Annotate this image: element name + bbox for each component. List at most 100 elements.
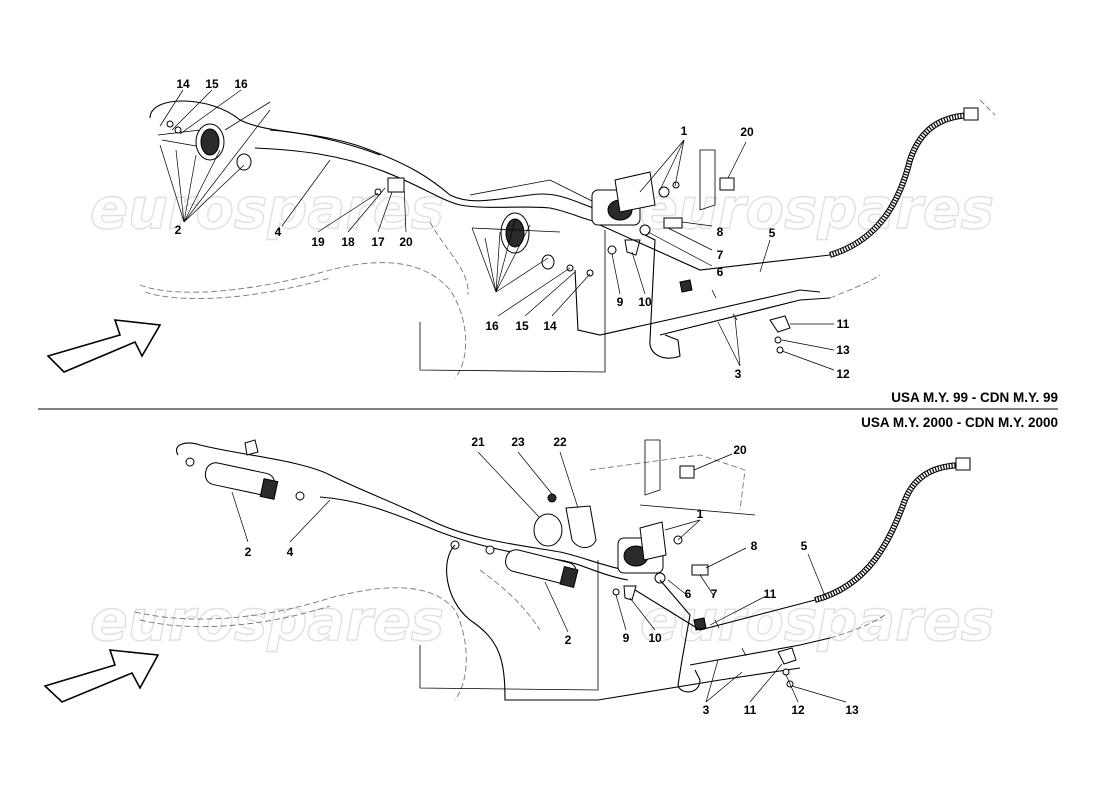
top-assembly-drawing: 14 15 16 1 20 2 4 19 18 17 20 5 8 7 6 9 … — [46, 77, 996, 381]
filter-axis — [471, 227, 561, 233]
filter-band — [259, 478, 279, 500]
fuel-pipe — [224, 101, 271, 131]
callout-label: 18 — [341, 235, 355, 249]
body-outline — [144, 277, 331, 300]
callout-label: 6 — [717, 265, 724, 279]
fuel-pipe — [254, 147, 599, 223]
connector — [663, 217, 683, 229]
clip — [693, 617, 707, 631]
callout-label: 12 — [836, 367, 850, 381]
callout-label: 10 — [638, 295, 652, 309]
callout-label: 12 — [791, 703, 805, 717]
connector — [691, 564, 709, 576]
bottom-callout-labels: 21 23 22 20 1 8 5 2 4 6 7 11 9 10 2 3 11… — [245, 435, 859, 717]
washer — [586, 269, 594, 277]
callout-label: 11 — [837, 317, 850, 331]
union — [295, 491, 305, 501]
washer — [166, 120, 174, 128]
bracket — [679, 465, 695, 479]
body-outline — [139, 262, 467, 379]
dashed-pipe — [829, 614, 886, 639]
elbow-fitting — [769, 315, 791, 333]
union — [485, 545, 495, 555]
callout-label: 8 — [751, 539, 758, 553]
callout-label: 13 — [845, 703, 859, 717]
hose-end-fitting — [955, 457, 971, 471]
washer — [774, 336, 782, 344]
pipe-break — [741, 647, 747, 657]
hose-end-fitting — [963, 107, 979, 121]
pipe-break — [732, 313, 738, 321]
chassis-plate — [699, 149, 716, 211]
callout-label: 14 — [176, 77, 190, 91]
callout-label: 7 — [717, 248, 724, 262]
callout-label: 3 — [735, 367, 742, 381]
grommet — [658, 186, 670, 198]
body-outline — [479, 569, 541, 631]
rubber-mount — [533, 513, 563, 547]
washer — [782, 668, 790, 676]
fuel-pipe — [446, 544, 801, 701]
callout-label: 8 — [717, 225, 724, 239]
nut — [612, 588, 620, 596]
watermark-text: eurospares — [640, 177, 994, 242]
callout-label: 22 — [553, 435, 567, 449]
body-outline — [134, 587, 467, 701]
callout-label: 23 — [511, 435, 525, 449]
leader-lines — [159, 89, 835, 371]
callout-label: 2 — [245, 545, 252, 559]
callout-label: 4 — [287, 545, 294, 559]
callout-label: 20 — [740, 125, 754, 139]
bracket-outline — [639, 504, 756, 516]
clip — [244, 439, 259, 456]
flexible-hose — [814, 462, 966, 603]
callout-label: 16 — [485, 319, 499, 333]
bottom-assembly-drawing: 21 23 22 20 1 8 5 2 4 6 7 11 9 10 2 3 11… — [43, 435, 971, 717]
direction-arrow — [43, 649, 160, 703]
fuel-pipe — [176, 442, 626, 571]
model-year-caption-top: USA M.Y. 99 - CDN M.Y. 99 — [891, 390, 1058, 405]
fuel-pipe — [269, 129, 381, 156]
callout-label: 4 — [275, 225, 282, 239]
bracket-outline — [419, 230, 606, 373]
callout-label: 2 — [175, 223, 182, 237]
clamp — [387, 177, 405, 193]
fuel-pipe — [659, 579, 701, 693]
callout-label: 11 — [764, 587, 777, 601]
bracket-outline — [469, 179, 611, 211]
callout-label: 20 — [733, 443, 747, 457]
leader-lines — [231, 451, 847, 703]
callout-label: 17 — [371, 235, 385, 249]
washer — [174, 126, 182, 134]
callout-label: 19 — [311, 235, 325, 249]
top-callout-labels: 14 15 16 1 20 2 4 19 18 17 20 5 8 7 6 9 … — [175, 77, 850, 381]
body-outline — [589, 454, 746, 511]
union — [654, 572, 666, 584]
callout-label: 21 — [471, 435, 485, 449]
callout-label: 1 — [697, 507, 704, 521]
fuel-pipe — [574, 269, 821, 336]
direction-arrow — [46, 319, 162, 373]
callout-label: 20 — [399, 235, 413, 249]
mount-bracket — [565, 505, 597, 548]
fuel-pipe — [644, 234, 681, 359]
bolt — [161, 139, 197, 147]
fuel-pipe — [689, 637, 831, 666]
dashed-pipe — [979, 99, 996, 116]
union — [185, 457, 195, 467]
union-fitting — [624, 239, 641, 256]
nut — [547, 493, 557, 503]
callout-label: 15 — [515, 319, 529, 333]
bracket-outline — [419, 560, 599, 691]
elbow-fitting — [777, 647, 797, 665]
callout-label: 5 — [769, 226, 776, 240]
callout-label: 13 — [836, 343, 850, 357]
callout-label: 5 — [801, 539, 808, 553]
fuel-filter — [505, 218, 525, 248]
pipe-break — [711, 289, 717, 299]
callout-label: 7 — [711, 587, 718, 601]
union-fitting — [623, 585, 637, 601]
callout-label: 9 — [617, 295, 624, 309]
fuel-pipe — [634, 589, 816, 631]
